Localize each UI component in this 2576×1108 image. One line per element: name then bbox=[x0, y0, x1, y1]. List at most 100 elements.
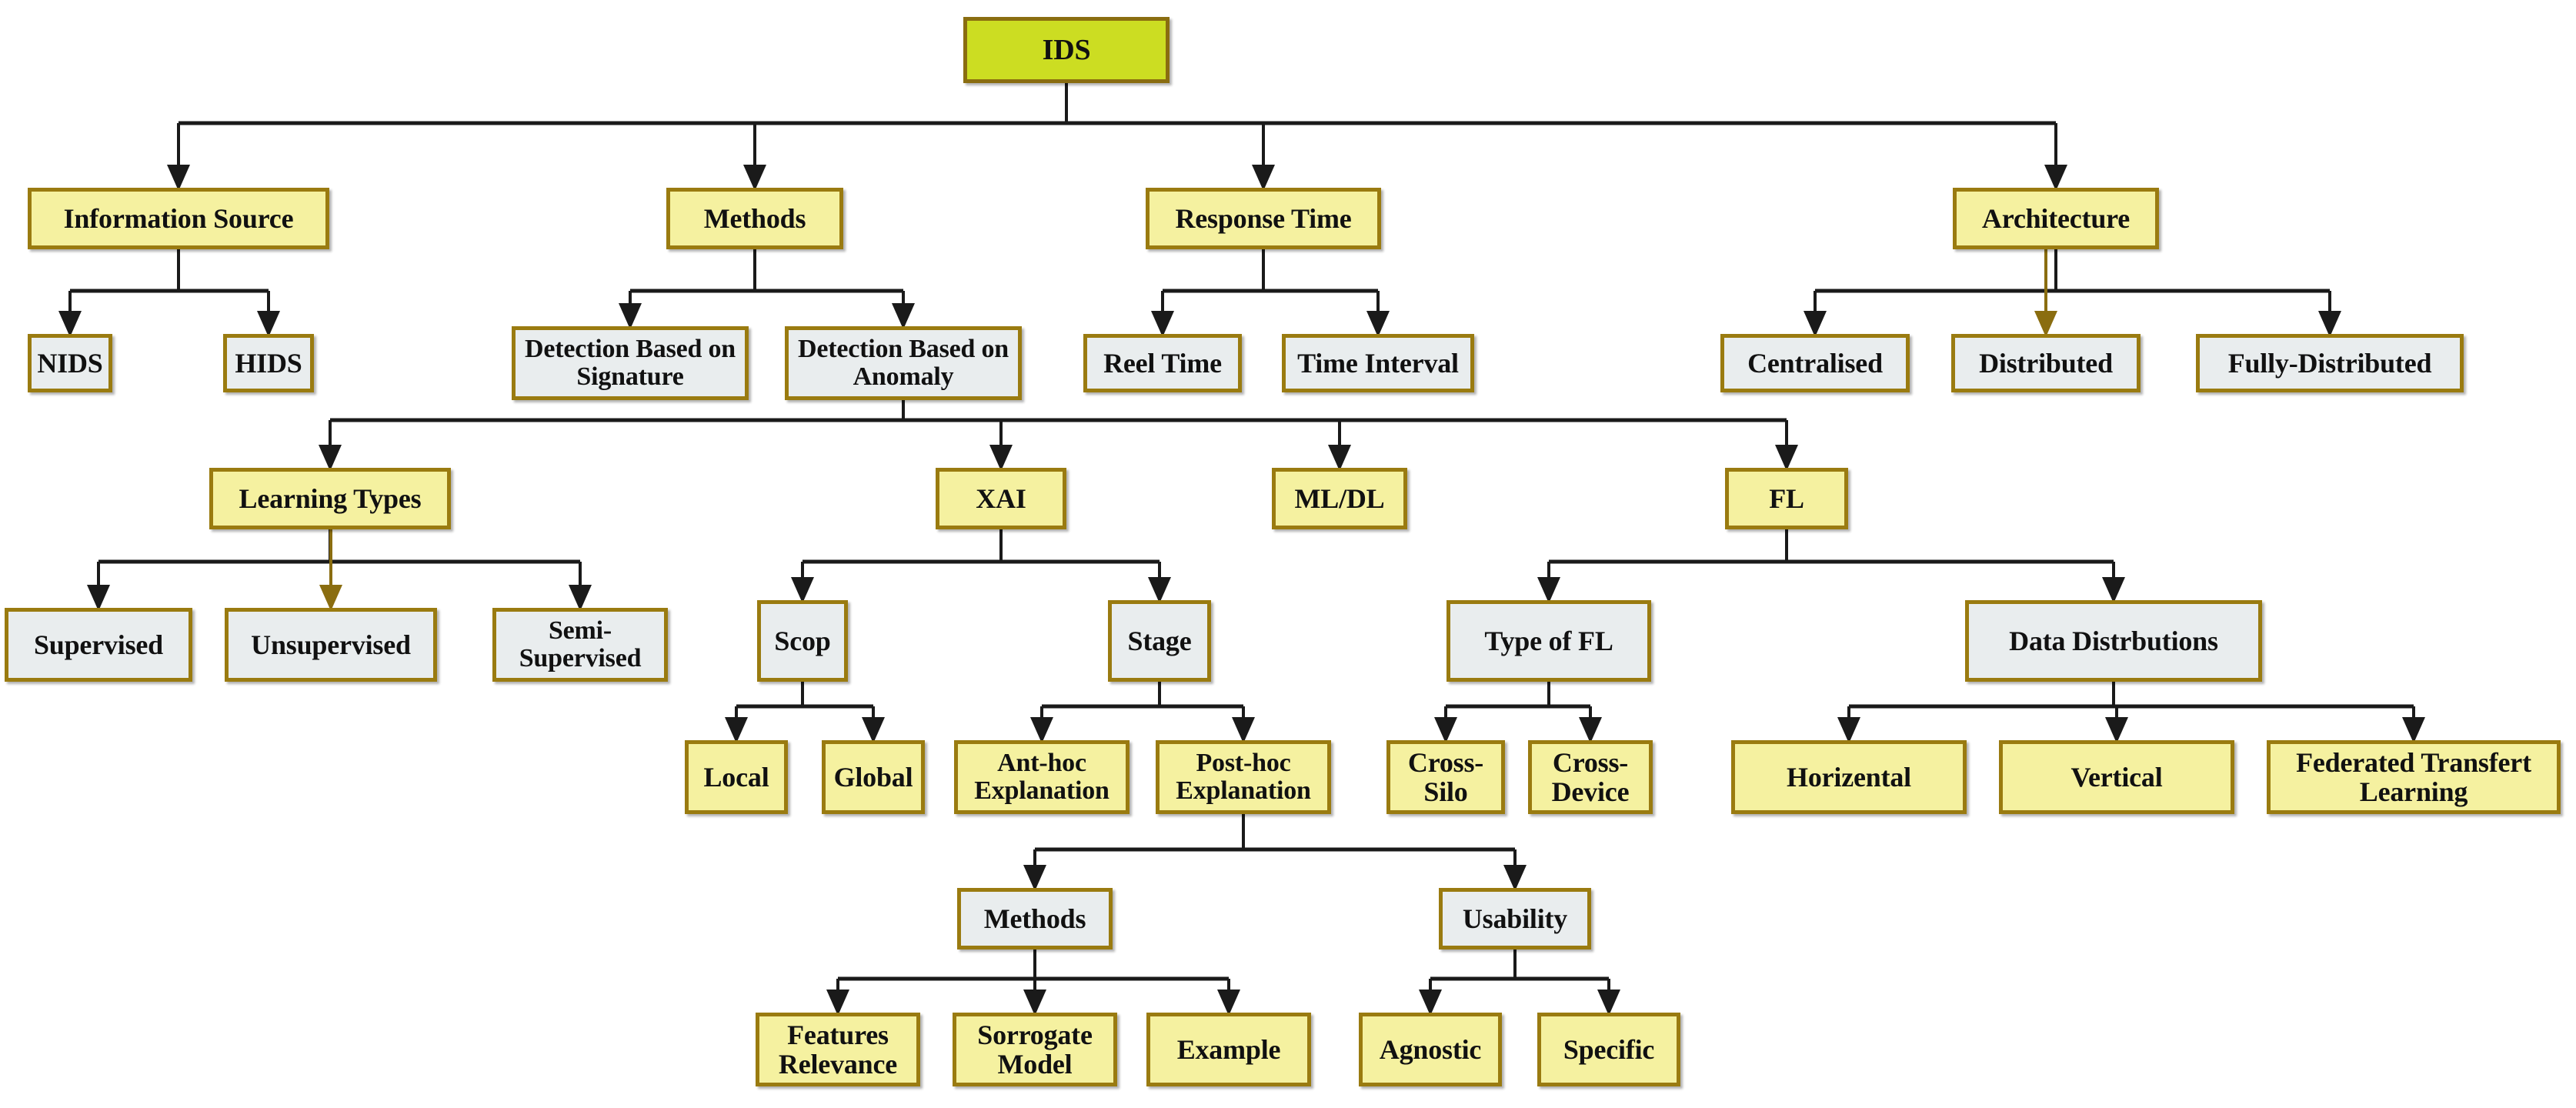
node-label-ids: IDS bbox=[1042, 33, 1091, 66]
node-semi_sup[interactable]: Semi-Supervised bbox=[492, 608, 668, 682]
arrow-head-sorrogate bbox=[1023, 990, 1046, 1016]
node-hids[interactable]: HIDS bbox=[223, 334, 314, 392]
node-time_interval[interactable]: Time Interval bbox=[1282, 334, 1474, 392]
node-supervised[interactable]: Supervised bbox=[5, 608, 192, 682]
arrow-head-semi_sup bbox=[569, 585, 592, 611]
node-scop[interactable]: Scop bbox=[757, 600, 848, 682]
node-local[interactable]: Local bbox=[685, 740, 788, 814]
arrow-head-info_source bbox=[167, 165, 190, 191]
node-label-data_distr: Data Distrbutions bbox=[2009, 625, 2218, 656]
arrow-head-mldl bbox=[1328, 445, 1351, 471]
node-label-sorrogate: Sorrogate Model bbox=[977, 1019, 1093, 1080]
node-label-agnostic: Agnostic bbox=[1379, 1033, 1482, 1065]
arrow-head-xai bbox=[989, 445, 1013, 471]
node-label-fed_transfer: Federated Transfert Learning bbox=[2296, 746, 2531, 807]
arrow-head-fed_transfer bbox=[2402, 717, 2425, 743]
node-label-example: Example bbox=[1176, 1033, 1281, 1065]
node-fully_dist[interactable]: Fully-Distributed bbox=[2196, 334, 2464, 392]
node-architecture[interactable]: Architecture bbox=[1953, 188, 2159, 249]
arrow-head-data_distr bbox=[2102, 577, 2125, 603]
arrow-head-agnostic bbox=[1419, 990, 1442, 1016]
node-label-hids: HIDS bbox=[235, 347, 302, 379]
arrow-head-centralised bbox=[1804, 311, 1827, 337]
arrow-head-hids bbox=[257, 311, 280, 337]
node-distributed[interactable]: Distributed bbox=[1951, 334, 2141, 392]
node-example[interactable]: Example bbox=[1146, 1013, 1311, 1086]
node-stage[interactable]: Stage bbox=[1108, 600, 1211, 682]
node-label-fully_dist: Fully-Distributed bbox=[2227, 347, 2432, 379]
node-label-unsupervised: Unsupervised bbox=[251, 629, 411, 660]
node-features_rel[interactable]: Features Relevance bbox=[756, 1013, 920, 1086]
node-label-features_rel: Features Relevance bbox=[778, 1019, 898, 1080]
node-det_signature[interactable]: Detection Based on Signature bbox=[512, 326, 749, 400]
node-methods_top[interactable]: Methods bbox=[666, 188, 843, 249]
node-label-mldl: ML/DL bbox=[1294, 482, 1385, 514]
node-global[interactable]: Global bbox=[822, 740, 925, 814]
node-label-stage: Stage bbox=[1127, 625, 1192, 656]
arrow-head-fl bbox=[1775, 445, 1798, 471]
node-label-reel_time: Reel Time bbox=[1103, 347, 1222, 379]
node-usability[interactable]: Usability bbox=[1439, 888, 1591, 949]
arrow-head-usability bbox=[1503, 865, 1527, 891]
node-xai[interactable]: XAI bbox=[936, 468, 1066, 529]
node-label-learning_types: Learning Types bbox=[239, 482, 422, 514]
node-label-det_anomaly: Detection Based on Anomaly bbox=[797, 334, 1009, 391]
node-cross_device[interactable]: Cross-Device bbox=[1528, 740, 1653, 814]
node-specific[interactable]: Specific bbox=[1537, 1013, 1680, 1086]
node-label-det_signature: Detection Based on Signature bbox=[524, 334, 736, 391]
node-label-response_time: Response Time bbox=[1175, 202, 1352, 234]
node-data_distr[interactable]: Data Distrbutions bbox=[1965, 600, 2262, 682]
node-label-global: Global bbox=[833, 761, 913, 793]
arrow-head-nids bbox=[58, 311, 82, 337]
node-nids[interactable]: NIDS bbox=[28, 334, 112, 392]
arrow-head-fully_dist bbox=[2318, 311, 2341, 337]
arrow-head-horizental bbox=[1837, 717, 1860, 743]
arrow-head-type_of_fl bbox=[1537, 577, 1560, 603]
arrow-head-response_time bbox=[1252, 165, 1275, 191]
node-post_hoc[interactable]: Post-hoc Explanation bbox=[1156, 740, 1331, 814]
arrow-head-specific bbox=[1597, 990, 1620, 1016]
node-label-info_source: Information Source bbox=[63, 202, 294, 234]
node-label-xai: XAI bbox=[976, 482, 1026, 514]
node-ant_hoc[interactable]: Ant-hoc Explanation bbox=[954, 740, 1130, 814]
node-label-local: Local bbox=[703, 761, 769, 793]
node-det_anomaly[interactable]: Detection Based on Anomaly bbox=[785, 326, 1022, 400]
node-learning_types[interactable]: Learning Types bbox=[209, 468, 451, 529]
node-vertical[interactable]: Vertical bbox=[1999, 740, 2234, 814]
arrow-head-methods_top bbox=[743, 165, 766, 191]
node-methods_xai[interactable]: Methods bbox=[957, 888, 1113, 949]
node-label-ant_hoc: Ant-hoc Explanation bbox=[974, 748, 1109, 805]
node-label-cross_silo: Cross-Silo bbox=[1407, 746, 1484, 807]
arrow-head-ant_hoc bbox=[1030, 717, 1053, 743]
arrow-head-vertical bbox=[2105, 717, 2128, 743]
node-label-nids: NIDS bbox=[37, 347, 103, 379]
node-horizental[interactable]: Horizental bbox=[1731, 740, 1967, 814]
node-agnostic[interactable]: Agnostic bbox=[1359, 1013, 1502, 1086]
node-ids[interactable]: IDS bbox=[963, 17, 1170, 83]
node-label-horizental: Horizental bbox=[1787, 761, 1911, 793]
arrow-head-reel_time bbox=[1151, 311, 1174, 337]
arrow-head-local bbox=[725, 717, 748, 743]
node-info_source[interactable]: Information Source bbox=[28, 188, 329, 249]
arrow-head-stage bbox=[1148, 577, 1171, 603]
node-label-distributed: Distributed bbox=[1979, 347, 2113, 379]
node-fl[interactable]: FL bbox=[1725, 468, 1848, 529]
node-response_time[interactable]: Response Time bbox=[1146, 188, 1381, 249]
node-unsupervised[interactable]: Unsupervised bbox=[225, 608, 437, 682]
arrow-head-scop bbox=[791, 577, 814, 603]
node-mldl[interactable]: ML/DL bbox=[1272, 468, 1407, 529]
node-cross_silo[interactable]: Cross-Silo bbox=[1386, 740, 1505, 814]
node-label-usability: Usability bbox=[1462, 903, 1568, 934]
arrow-head-unsupervised bbox=[319, 585, 342, 611]
node-label-post_hoc: Post-hoc Explanation bbox=[1176, 748, 1311, 805]
arrow-head-learning_types bbox=[319, 445, 342, 471]
node-label-architecture: Architecture bbox=[1981, 202, 2131, 234]
node-centralised[interactable]: Centralised bbox=[1720, 334, 1910, 392]
node-type_of_fl[interactable]: Type of FL bbox=[1446, 600, 1651, 682]
node-reel_time[interactable]: Reel Time bbox=[1083, 334, 1242, 392]
node-sorrogate[interactable]: Sorrogate Model bbox=[953, 1013, 1117, 1086]
node-label-semi_sup: Semi-Supervised bbox=[519, 616, 642, 672]
node-label-cross_device: Cross-Device bbox=[1551, 746, 1630, 807]
node-fed_transfer[interactable]: Federated Transfert Learning bbox=[2267, 740, 2561, 814]
